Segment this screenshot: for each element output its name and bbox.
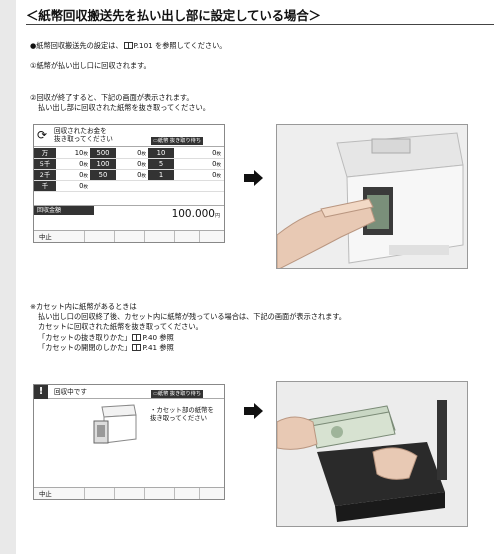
count-cell: 0枚 <box>137 171 146 179</box>
step-2-text: ②回収が終了すると、下記の画面が表示されます。 <box>30 93 194 102</box>
count-cell: 0枚 <box>212 149 221 157</box>
book-icon <box>132 344 142 351</box>
cassette-remove-reference: 「カセットの抜き取りかた」P.40 参照 <box>38 333 174 342</box>
machine-photo-illustration <box>277 125 467 268</box>
title-underline <box>26 24 494 25</box>
cassette-open-reference: 「カセットの開閉のしかた」P.41 参照 <box>38 343 174 352</box>
amount-cell: 50 <box>90 170 116 180</box>
screen-header: ⟳ 回収されたお金を 抜き取ってください ▭紙幣 抜き取り待ち <box>34 125 224 147</box>
table-row: 5千 0枚 100 0枚 5 0枚 <box>34 159 224 170</box>
book-icon <box>123 42 133 49</box>
collecting-screen: ! 回収中です ▭紙幣 抜き取り待ち ・カセット部の紙幣を 抜き取ってください … <box>33 384 225 500</box>
count-cell: 0枚 <box>137 149 146 157</box>
table-row: 千 0枚 <box>34 181 224 192</box>
amount-cell: 10 <box>148 148 174 158</box>
page-ref-101[interactable]: P.101 <box>133 41 153 50</box>
count-cell: 0枚 <box>212 160 221 168</box>
count-cell: 10枚 <box>74 149 88 157</box>
note-text-1: 払い出し口の回収終了後、カセット内に紙幣が残っている場合は、下記の画面が表示され… <box>38 312 346 321</box>
screen-title: 回収中です <box>54 388 87 396</box>
page-ref-40[interactable]: P.40 参照 <box>142 333 174 342</box>
page-ref-41[interactable]: P.41 参照 <box>142 343 174 352</box>
status-badge: ▭紙幣 抜き取り待ち <box>151 137 204 145</box>
stop-button[interactable]: 中止 <box>39 490 52 498</box>
stop-button[interactable]: 中止 <box>39 233 52 241</box>
section-title: ＜紙幣回収搬送先を払い出し部に設定している場合＞ <box>26 8 321 23</box>
cassette-icon <box>93 404 137 444</box>
count-cell: 0枚 <box>79 160 88 168</box>
page-margin-stripe <box>0 0 16 554</box>
cassette-photo-illustration <box>277 382 467 526</box>
count-cell: 0枚 <box>79 182 88 190</box>
denomination-label: 万 <box>34 148 56 158</box>
note-heading: ※カセット内に紙幣があるときは <box>30 302 137 311</box>
count-cell: 0枚 <box>137 160 146 168</box>
total-value: 100.000円 <box>171 208 220 220</box>
note-text-2: カセットに回収された紙幣を抜き取ってください。 <box>38 322 203 331</box>
amount-cell: 1 <box>148 170 174 180</box>
collected-total-row: 回収金額 100.000円 <box>34 205 224 221</box>
warning-icon: ! <box>34 385 48 399</box>
screen-footer: 中止 <box>34 230 224 242</box>
amount-cell: 500 <box>90 148 116 158</box>
count-cell: 0枚 <box>212 171 221 179</box>
book-icon <box>132 334 142 341</box>
table-row: 万 10枚 500 0枚 10 0枚 <box>34 148 224 159</box>
photo-removing-notes-from-cassette <box>276 381 468 527</box>
denomination-grid: 万 10枚 500 0枚 10 0枚 5千 0枚 100 0枚 5 0枚 2千 … <box>34 148 224 192</box>
denomination-label: 千 <box>34 181 56 191</box>
settings-reference-line: ●紙幣回収搬送先の設定は、P.101 を参照してください。 <box>30 41 227 50</box>
amount-cell: 5 <box>148 159 174 169</box>
status-badge: ▭紙幣 抜き取り待ち <box>151 390 204 398</box>
denomination-label: 2千 <box>34 170 56 180</box>
screen-header-text: 回収されたお金を 抜き取ってください <box>54 127 113 143</box>
step-1-text: ①紙幣が払い出し口に回収されます。 <box>30 61 151 70</box>
instruction-message: ・カセット部の紙幣を 抜き取ってください <box>150 406 214 422</box>
refresh-icon: ⟳ <box>37 128 48 142</box>
collect-complete-screen: ⟳ 回収されたお金を 抜き取ってください ▭紙幣 抜き取り待ち 万 10枚 50… <box>33 124 225 243</box>
photo-removing-notes-from-dispenser <box>276 124 468 269</box>
table-row: 2千 0枚 50 0枚 1 0枚 <box>34 170 224 181</box>
screen-footer: 中止 <box>34 487 224 499</box>
denomination-label: 5千 <box>34 159 56 169</box>
amount-cell: 100 <box>90 159 116 169</box>
total-label: 回収金額 <box>34 206 94 215</box>
screen-header: ! 回収中です ▭紙幣 抜き取り待ち <box>34 385 224 399</box>
step-2-subtext: 払い出し部に回収された紙幣を抜き取ってください。 <box>38 103 210 112</box>
count-cell: 0枚 <box>79 171 88 179</box>
